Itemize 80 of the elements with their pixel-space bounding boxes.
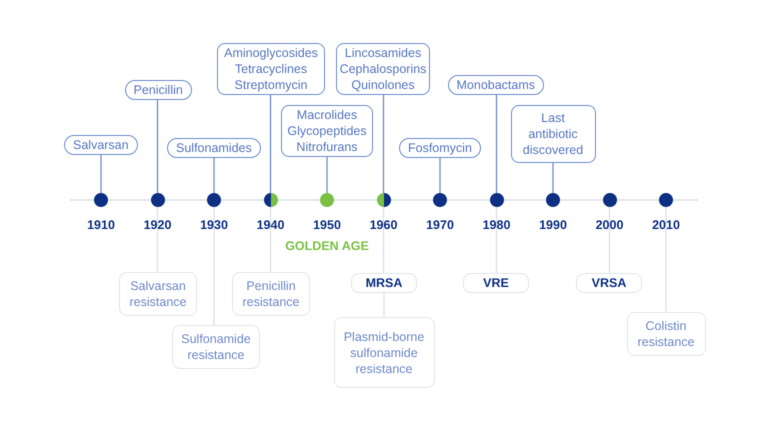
leader-line (608, 207, 610, 273)
resistance-callout-box (626, 312, 706, 356)
antibiotic-name: Sulfonamides (176, 140, 252, 156)
leader-line (496, 95, 498, 193)
timeline-dot (150, 193, 164, 207)
antibiotic-callout-box (64, 135, 138, 155)
resistance-callout-box (576, 273, 642, 293)
year-label: 1950 (313, 218, 341, 232)
antibiotic-callout-box (217, 43, 325, 95)
antibiotic-callout-box (124, 80, 192, 100)
antibiotic-name: Salvarsan (73, 137, 129, 153)
antibiotic-name: Monobactams (456, 77, 536, 93)
resistance-callout-box (334, 317, 434, 388)
timeline-dot (546, 193, 560, 207)
antibiotic-name: Aminoglycosides (224, 45, 318, 61)
year-label: 1990 (539, 218, 567, 232)
antibiotic-name: Fosfomycin (408, 140, 472, 156)
resistance-text: Colistin resistance (636, 318, 696, 350)
resistance-text: Penicillin resistance (242, 278, 300, 310)
antibiotic-name: Glycopeptides (287, 123, 367, 139)
timeline-dot (376, 193, 390, 207)
resistance-text: MRSA (366, 275, 402, 291)
leader-line (156, 100, 158, 193)
resistance-callout-box (119, 272, 197, 316)
leader-line (100, 155, 102, 193)
year-label: 2010 (652, 218, 680, 232)
resistance-text: VRSA (592, 275, 626, 291)
antibiotic-name: Streptomycin (234, 77, 308, 93)
year-label: 1940 (256, 218, 284, 232)
timeline-dot (602, 193, 616, 207)
leader-line (383, 293, 385, 317)
resistance-text: Plasmid-borne sulfonamide resistance (342, 328, 426, 376)
leader-line (213, 207, 215, 325)
leader-line (496, 207, 498, 273)
resistance-callout-box (232, 272, 310, 316)
year-label: 1960 (370, 218, 398, 232)
antibiotic-name: Lincosamides (344, 45, 422, 61)
resistance-text: Salvarsan resistance (128, 278, 188, 310)
year-label: 2000 (596, 218, 624, 232)
timeline-dot (490, 193, 504, 207)
leader-line (439, 158, 441, 193)
resistance-text: VRE (483, 275, 509, 291)
timeline-dot (659, 193, 673, 207)
year-label: 1920 (144, 218, 172, 232)
leader-line (326, 157, 328, 193)
leader-line (382, 95, 384, 193)
antibiotic-name: Penicillin (134, 82, 183, 98)
resistance-callout-box (172, 325, 260, 369)
antibiotic-name: Quinolones (351, 77, 415, 93)
antibiotic-name: Cephalosporins (340, 61, 426, 77)
antibiotic-callout-box (281, 105, 373, 157)
year-label: 1910 (87, 218, 115, 232)
era-label: GOLDEN AGE (285, 239, 369, 253)
antibiotic-callout-box (167, 138, 261, 158)
timeline-dot (433, 193, 447, 207)
antibiotic-callout-box (448, 75, 544, 95)
leader-line (213, 158, 215, 193)
leader-line (665, 207, 667, 312)
year-label: 1980 (482, 218, 510, 232)
year-label: 1970 (426, 218, 454, 232)
leader-line (552, 163, 554, 193)
leader-line (382, 207, 384, 273)
antibiotic-callout-box (336, 43, 430, 95)
leader-line (270, 95, 272, 193)
timeline-dot (320, 193, 334, 207)
antibiotic-name: Last antibiotic discovered (522, 110, 584, 158)
antibiotic-name: Macrolides (296, 107, 358, 123)
year-label: 1930 (200, 218, 228, 232)
leader-line (156, 207, 158, 272)
antibiotic-name: Tetracyclines (234, 61, 308, 77)
leader-line (270, 207, 272, 272)
timeline-dot (94, 193, 108, 207)
antibiotic-callout-box (510, 105, 596, 163)
resistance-callout-box (463, 273, 529, 293)
resistance-callout-box (351, 273, 417, 293)
resistance-text: Sulfonamide resistance (181, 331, 251, 363)
antibiotic-callout-box (399, 138, 481, 158)
antibiotic-name: Nitrofurans (296, 139, 358, 155)
timeline-dot (264, 193, 278, 207)
timeline-dot (207, 193, 221, 207)
